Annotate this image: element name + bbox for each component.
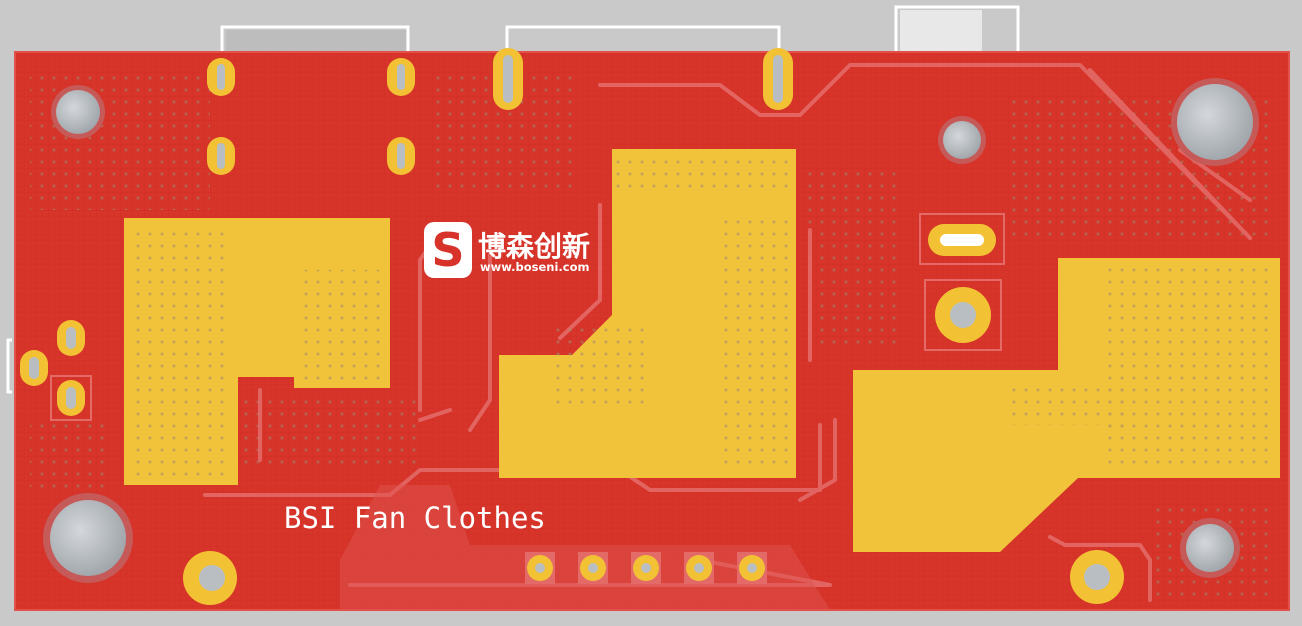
logo-mark-icon: S <box>424 222 472 278</box>
logo-chinese-name: 博森创新 <box>478 230 590 263</box>
logo-mark-letter: S <box>431 223 464 277</box>
mounting-holes <box>43 78 1259 583</box>
round-pads <box>183 550 1124 605</box>
header-pins <box>525 552 767 584</box>
company-logo: S 博森创新 www.boseni.com <box>424 222 590 278</box>
slot-pads <box>20 48 1005 421</box>
connector-outlines <box>6 5 1020 394</box>
logo-website: www.boseni.com <box>480 260 589 274</box>
copper-pour-vias <box>130 152 1275 480</box>
silkscreen-label: BSI Fan Clothes <box>284 501 546 535</box>
